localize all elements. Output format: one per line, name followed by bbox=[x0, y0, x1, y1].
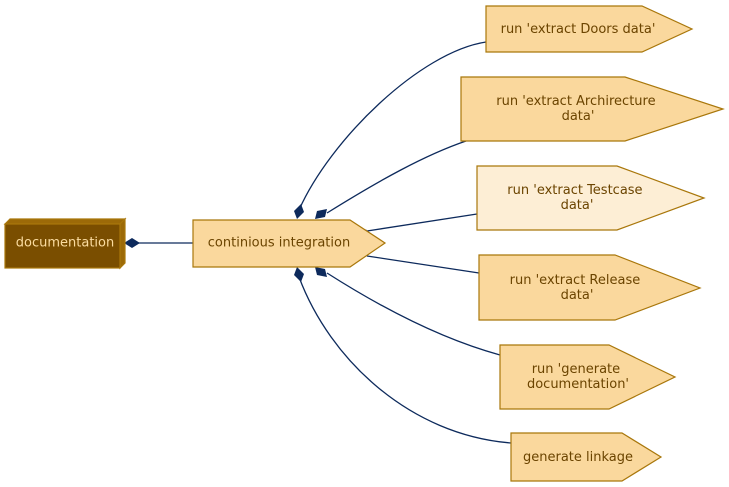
edge-hub-child-3 bbox=[366, 213, 478, 232]
child-node-shape bbox=[499, 344, 677, 410]
child-node-generate-linkage[interactable]: generate linkage bbox=[510, 432, 663, 482]
root-node-documentation[interactable]: documentation bbox=[3, 217, 127, 270]
hub-node-continious-integration[interactable]: continious integration bbox=[192, 219, 387, 268]
child-node-label: run 'extract Testcase data' bbox=[507, 183, 646, 213]
child-node-label-line: run 'extract Testcase bbox=[507, 183, 642, 198]
edge-hub-child-6-diamond bbox=[294, 267, 304, 282]
edge-hub-child-4 bbox=[366, 255, 480, 274]
child-nodes: run 'extract Doors data' run 'extract Ar… bbox=[460, 5, 725, 482]
child-node-shape bbox=[476, 165, 706, 231]
child-node-label-line: documentation' bbox=[527, 377, 629, 392]
child-node-label: run 'extract Archirecture data' bbox=[496, 94, 659, 124]
edge-hub-child-1 bbox=[298, 41, 487, 211]
child-node-label: run 'extract Doors data' bbox=[501, 22, 656, 37]
hub-node-shape bbox=[192, 219, 387, 268]
child-node-extract-testcase[interactable]: run 'extract Testcase data' bbox=[476, 165, 706, 231]
child-node-label-line: data' bbox=[561, 288, 594, 303]
child-node-label-line: run 'extract Release bbox=[510, 273, 641, 288]
root-node-front-face bbox=[4, 223, 121, 269]
child-node-shape bbox=[485, 5, 694, 53]
edge-hub-child-6 bbox=[298, 276, 512, 444]
edge-hub-child-1-diamond bbox=[294, 204, 304, 219]
child-node-label: run 'generate documentation' bbox=[527, 362, 629, 392]
edge-hub-child-5 bbox=[326, 272, 501, 356]
child-node-label-line: run 'extract Doors data' bbox=[501, 22, 656, 37]
root-node-top-face bbox=[3, 218, 127, 225]
child-node-shape bbox=[478, 254, 702, 321]
child-node-generate-documentation[interactable]: run 'generate documentation' bbox=[499, 344, 677, 410]
child-node-label-line: generate linkage bbox=[523, 450, 633, 465]
edge-hub-child-2 bbox=[326, 140, 467, 214]
child-node-extract-doors[interactable]: run 'extract Doors data' bbox=[485, 5, 694, 53]
child-node-extract-release[interactable]: run 'extract Release data' bbox=[478, 254, 702, 321]
edge-hub-child-2-diamond bbox=[315, 209, 327, 219]
hub-node-label: continious integration bbox=[208, 236, 350, 251]
edge-root-hub-diamond bbox=[124, 238, 140, 248]
root-node-side-face bbox=[119, 217, 126, 270]
edge-hub-child-5-diamond bbox=[315, 267, 327, 277]
child-node-label-line: run 'extract Archirecture bbox=[496, 94, 655, 109]
root-node-label: documentation bbox=[16, 236, 114, 251]
child-node-label: generate linkage bbox=[523, 450, 633, 465]
child-node-label-line: data' bbox=[561, 198, 594, 213]
child-node-label-line: data' bbox=[562, 109, 595, 124]
child-node-extract-architecture[interactable]: run 'extract Archirecture data' bbox=[460, 76, 725, 142]
child-node-label: run 'extract Release data' bbox=[510, 273, 645, 303]
child-node-label-line: run 'generate bbox=[532, 362, 620, 377]
child-node-shape bbox=[510, 432, 663, 482]
child-node-shape bbox=[460, 76, 725, 142]
